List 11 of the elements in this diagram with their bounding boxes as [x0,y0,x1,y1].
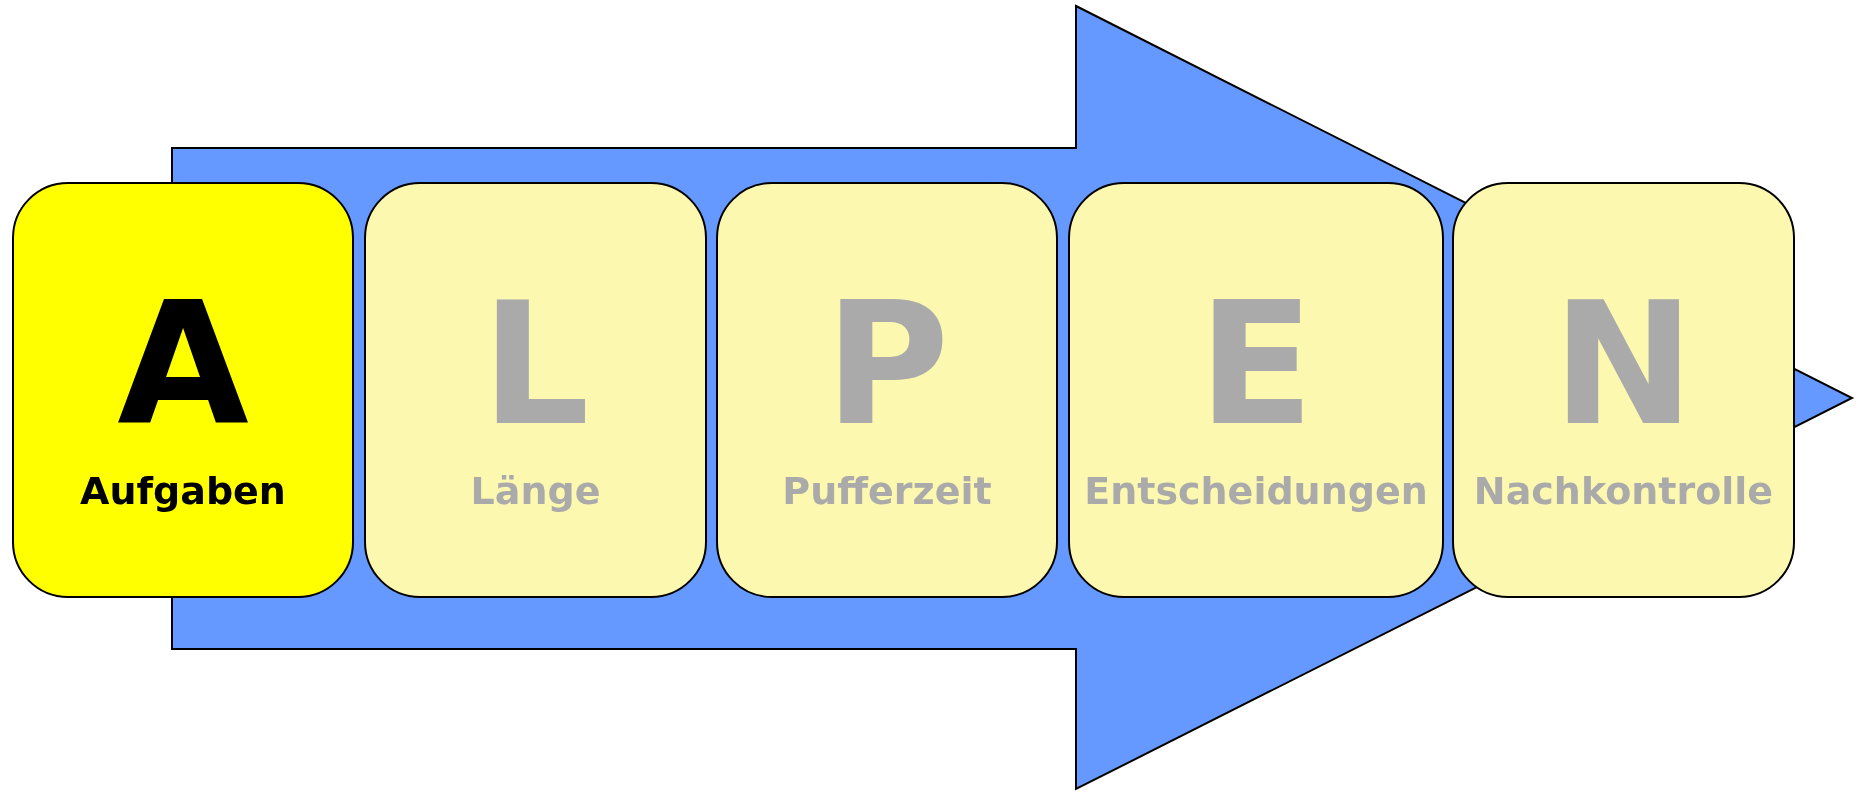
initial-letter: E [1196,279,1316,449]
step-label: Nachkontrolle [1472,469,1775,515]
step-label: Pufferzeit [781,469,993,515]
step-label: Aufgaben [79,469,287,515]
step-card [12,182,354,598]
initial-letter: N [1551,279,1696,449]
step-label: Entscheidungen [1083,469,1429,515]
step-label: Länge [469,469,602,515]
initial-letter: L [480,279,591,449]
initial-letter: A [116,279,250,449]
initial-letter: P [823,279,951,449]
